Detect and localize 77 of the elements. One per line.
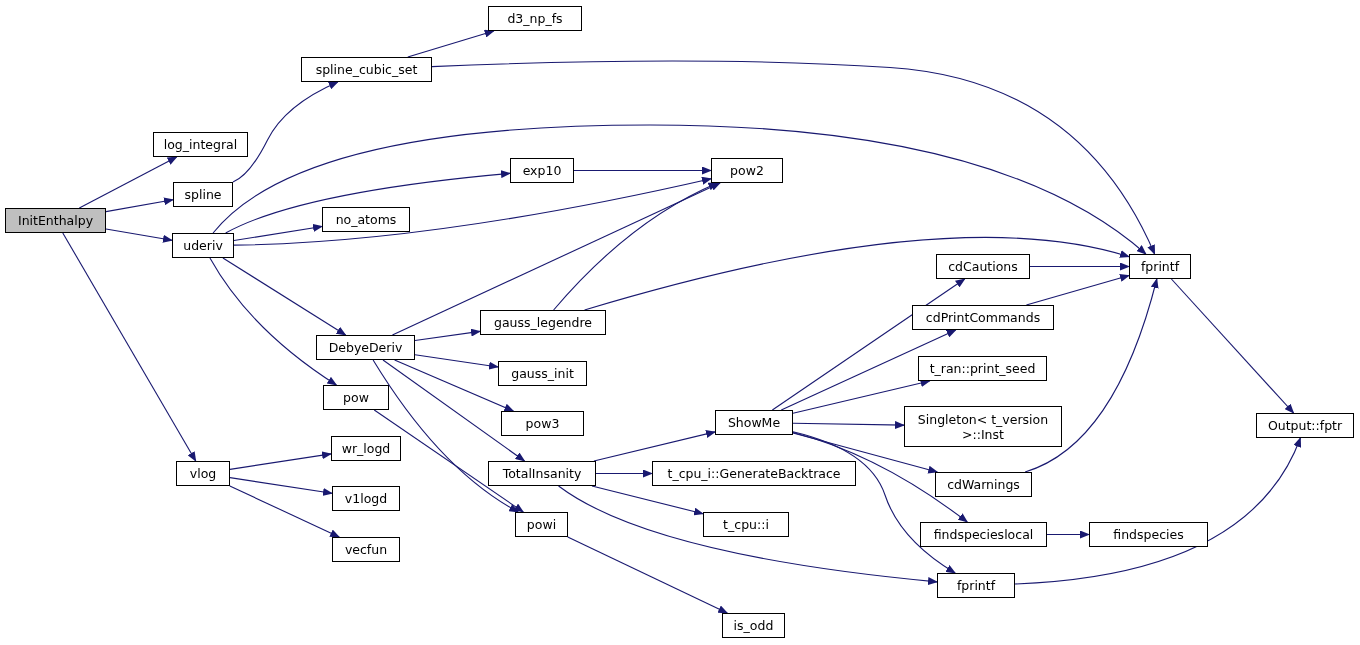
- call-arrow: [1046, 530, 1090, 539]
- function-box: log_integral: [153, 132, 248, 157]
- call-arrow: [229, 485, 341, 538]
- function-box: Output::fptr: [1256, 413, 1354, 438]
- call-arrow: [62, 232, 197, 462]
- call-arrow: [209, 257, 338, 386]
- call-arrow: [233, 176, 712, 246]
- function-box: fprintf: [937, 573, 1015, 598]
- function-box: t_ran::print_seed: [918, 356, 1047, 381]
- call-arrow: [233, 224, 323, 242]
- call-arrow: [394, 359, 515, 412]
- call-arrow: [1029, 262, 1130, 271]
- call-arrow: [225, 170, 511, 234]
- call-arrow: [792, 432, 969, 523]
- call-arrow: [593, 430, 716, 462]
- function-box: gauss_legendre: [480, 310, 606, 335]
- function-box: is_odd: [722, 613, 785, 638]
- call-arrow: [1025, 274, 1130, 306]
- call-arrow: [229, 477, 333, 496]
- call-arrow: [792, 379, 931, 414]
- function-box: v1logd: [332, 486, 400, 511]
- function-box: vlog: [176, 461, 230, 486]
- call-arrow: [1014, 437, 1301, 585]
- call-arrow: [372, 359, 520, 513]
- call-arrow: [431, 60, 1156, 255]
- call-arrow: [414, 328, 481, 342]
- call-arrow: [792, 431, 956, 574]
- function-box: uderiv: [172, 233, 234, 258]
- call-arrow: [232, 81, 339, 183]
- call-arrow: [105, 228, 173, 243]
- call-arrow: [780, 329, 957, 411]
- call-arrow: [373, 409, 525, 513]
- function-box: exp10: [510, 158, 574, 183]
- function-box: spline: [173, 182, 233, 207]
- call-arrow: [105, 197, 174, 213]
- call-arrow: [382, 359, 526, 462]
- call-arrow: [558, 485, 938, 585]
- function-box: cdPrintCommands: [912, 305, 1054, 330]
- function-box: fprintf: [1129, 254, 1191, 279]
- call-arrow: [591, 485, 704, 516]
- function-box: pow2: [711, 158, 783, 183]
- call-arrow: [1170, 278, 1295, 414]
- function-box: Singleton< t_version >::Inst: [904, 406, 1062, 447]
- function-box: no_atoms: [322, 207, 410, 232]
- call-arrow: [792, 432, 939, 474]
- call-arrow: [414, 354, 499, 370]
- call-arrow: [792, 420, 905, 429]
- function-box: pow3: [501, 411, 584, 436]
- function-box: TotalInsanity: [488, 461, 596, 486]
- call-arrow: [584, 236, 1130, 311]
- call-arrow: [1024, 278, 1159, 473]
- call-arrow: [771, 278, 966, 411]
- call-arrow: [222, 257, 347, 336]
- function-box: ShowMe: [715, 410, 793, 435]
- function-box: t_cpu_i::GenerateBacktrace: [652, 461, 856, 486]
- call-arrow: [212, 124, 1147, 255]
- function-box: cdWarnings: [935, 472, 1032, 497]
- call-arrow: [391, 182, 721, 336]
- function-box: InitEnthalpy: [5, 208, 106, 233]
- function-box: DebyeDeriv: [316, 335, 415, 360]
- function-box: findspecieslocal: [920, 522, 1047, 547]
- function-box: gauss_init: [498, 361, 587, 386]
- function-box: cdCautions: [936, 254, 1030, 279]
- call-arrow: [78, 156, 178, 209]
- function-box: t_cpu::i: [703, 512, 789, 537]
- call-arrow: [407, 29, 495, 58]
- call-arrow: [567, 536, 729, 614]
- function-box: wr_logd: [331, 436, 401, 461]
- function-box: pow: [323, 385, 389, 410]
- function-box: vecfun: [332, 537, 400, 562]
- call-arrow: [229, 451, 332, 470]
- call-arrow: [595, 469, 653, 478]
- function-box: spline_cubic_set: [301, 57, 432, 82]
- function-box: d3_np_fs: [488, 6, 582, 31]
- function-box: powi: [515, 512, 568, 537]
- call-arrow: [573, 166, 712, 175]
- function-box: findspecies: [1089, 522, 1208, 547]
